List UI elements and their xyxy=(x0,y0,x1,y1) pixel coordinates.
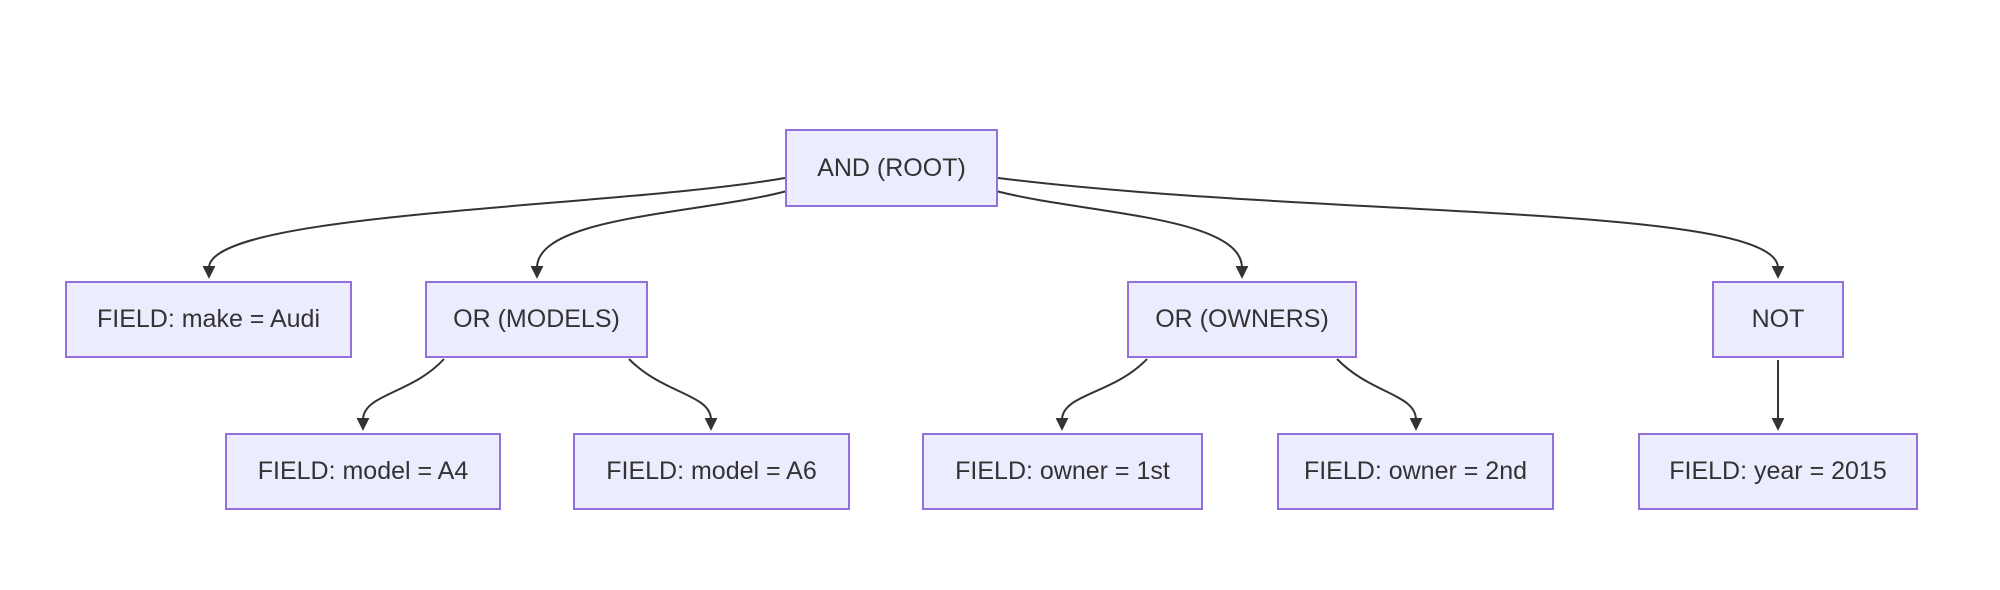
edge-models-to-a6 xyxy=(628,358,718,431)
node-field-owner-1st: FIELD: owner = 1st xyxy=(922,433,1203,510)
edge-root-to-make xyxy=(202,177,786,279)
node-and-root: AND (ROOT) xyxy=(785,129,998,207)
edge-root-to-owners xyxy=(995,190,1249,279)
node-or-models: OR (MODELS) xyxy=(425,281,648,358)
node-field-model-a6-label: FIELD: model = A6 xyxy=(606,457,817,485)
node-field-make-audi: FIELD: make = Audi xyxy=(65,281,352,358)
node-field-model-a4: FIELD: model = A4 xyxy=(225,433,501,510)
edge-owners-to-owner1 xyxy=(1055,358,1148,431)
node-or-models-label: OR (MODELS) xyxy=(453,305,620,333)
edge-root-to-models xyxy=(530,190,788,279)
node-field-model-a6: FIELD: model = A6 xyxy=(573,433,850,510)
edge-models-to-a4 xyxy=(356,358,445,431)
node-not-label: NOT xyxy=(1751,305,1805,333)
node-field-year-2015: FIELD: year = 2015 xyxy=(1638,433,1918,510)
edge-root-to-not xyxy=(997,177,1785,279)
node-or-owners-label: OR (OWNERS) xyxy=(1155,305,1329,333)
node-not: NOT xyxy=(1712,281,1844,358)
node-field-owner-2nd-label: FIELD: owner = 2nd xyxy=(1303,457,1528,485)
node-field-make-audi-label: FIELD: make = Audi xyxy=(96,305,321,333)
node-field-model-a4-label: FIELD: model = A4 xyxy=(257,457,469,485)
node-and-root-label: AND (ROOT) xyxy=(817,153,966,182)
node-field-year-2015-label: FIELD: year = 2015 xyxy=(1669,457,1887,485)
node-or-owners: OR (OWNERS) xyxy=(1127,281,1357,358)
edge-owners-to-owner2 xyxy=(1336,358,1423,431)
node-field-owner-2nd: FIELD: owner = 2nd xyxy=(1277,433,1554,510)
node-field-owner-1st-label: FIELD: owner = 1st xyxy=(955,457,1170,485)
